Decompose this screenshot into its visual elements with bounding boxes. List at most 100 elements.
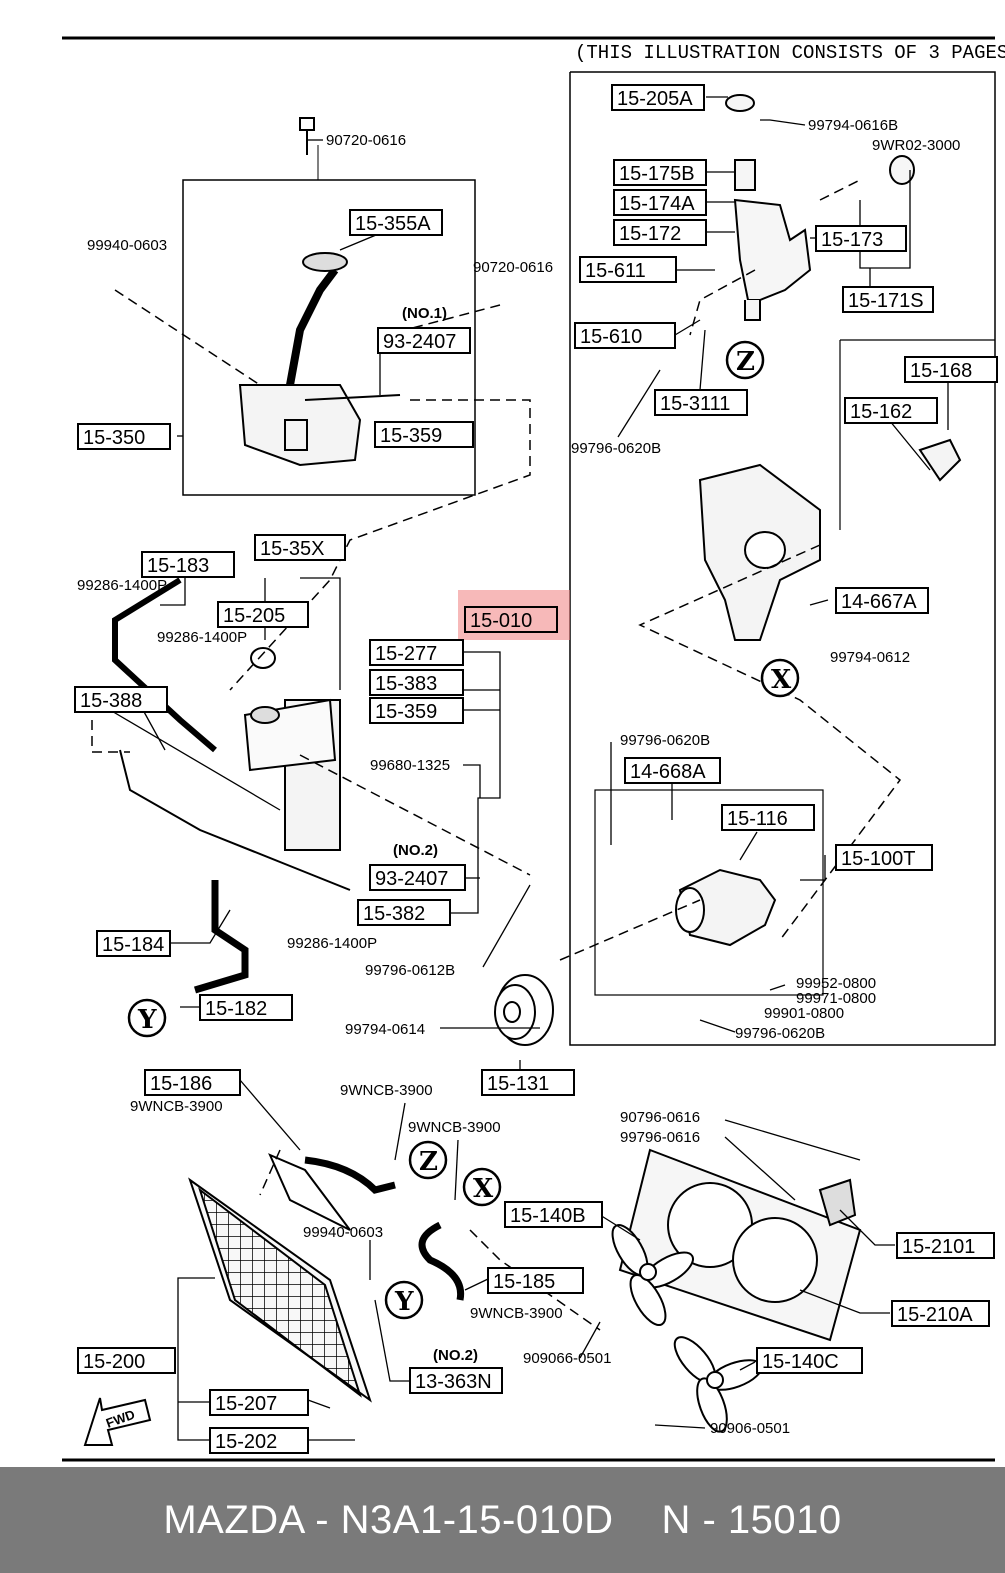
svg-text:15-185: 15-185 — [493, 1271, 555, 1293]
svg-text:15-202: 15-202 — [215, 1431, 277, 1453]
svg-text:15-116: 15-116 — [727, 808, 788, 830]
text-99940-0603-top: 99940-0603 — [87, 237, 167, 254]
label-15-382: 15-382 — [357, 899, 451, 926]
marker-x-upper: X — [760, 658, 800, 698]
diagram-svg: (THIS ILLUSTRATION CONSISTS OF 3 PAGES) — [62, 36, 1005, 1462]
circle-markers: Z X Y Z X Y — [127, 340, 800, 1320]
svg-text:15-210A: 15-210A — [897, 1304, 973, 1326]
svg-text:15-183: 15-183 — [147, 555, 209, 577]
svg-text:14-668A: 14-668A — [630, 761, 706, 783]
parts-diagram: (THIS ILLUSTRATION CONSISTS OF 3 PAGES) — [62, 36, 1005, 1462]
water-pump-group-box — [594, 789, 824, 996]
svg-text:15-277: 15-277 — [375, 643, 437, 665]
svg-text:Y: Y — [394, 1287, 414, 1317]
svg-text:15-355A: 15-355A — [355, 213, 431, 235]
svg-text:Y: Y — [137, 1005, 157, 1035]
svg-text:15-162: 15-162 — [850, 401, 912, 423]
text-99940-0603-bottom: 99940-0603 — [303, 1224, 383, 1241]
header-note: (THIS ILLUSTRATION CONSISTS OF 3 PAGES) — [575, 42, 1005, 64]
label-15-205A: 15-205A — [611, 84, 705, 111]
text-9WNCB-3900-a: 9WNCB-3900 — [130, 1098, 223, 1115]
label-15-210A: 15-210A — [891, 1300, 990, 1327]
text-99794-0616B: 99794-0616B — [808, 117, 898, 134]
svg-text:X: X — [473, 1174, 494, 1204]
svg-text:13-363N: 13-363N — [415, 1371, 492, 1393]
plain-labels: 99794-0616B 9WR02-3000 90720-0616 99940-… — [77, 117, 960, 1437]
text-no2-top: (NO.2) — [393, 842, 438, 859]
fwd-arrow-icon: FWD — [83, 1397, 152, 1446]
label-15-183: 15-183 — [141, 551, 235, 578]
footer-part-code: N - 15010 — [661, 1497, 842, 1542]
svg-text:15-140C: 15-140C — [762, 1351, 839, 1373]
label-15-355A: 15-355A — [349, 209, 443, 236]
svg-text:X: X — [771, 665, 792, 695]
label-14-667A: 14-667A — [835, 587, 929, 614]
label-15-100T: 15-100T — [835, 844, 933, 871]
label-15-202: 15-202 — [209, 1427, 309, 1454]
reserve-tank-upper — [238, 252, 401, 467]
text-99952-0800: 99952-0800 — [796, 975, 876, 992]
svg-text:15-35X: 15-35X — [260, 538, 325, 560]
thermostat-group-box — [569, 71, 996, 1046]
label-15-611: 15-611 — [579, 256, 677, 283]
label-15-140B: 15-140B — [504, 1201, 603, 1228]
text-9WNCB-3900-d: 9WNCB-3900 — [470, 1305, 563, 1322]
water-pump — [675, 868, 777, 947]
marker-z-upper: Z — [725, 340, 765, 380]
svg-text:15-350: 15-350 — [83, 427, 145, 449]
marker-z-lower: Z — [408, 1140, 448, 1180]
text-99901-0800: 99901-0800 — [764, 1005, 844, 1022]
label-15-277: 15-277 — [369, 639, 464, 666]
label-14-668A: 14-668A — [624, 757, 721, 784]
svg-text:15-184: 15-184 — [102, 934, 164, 956]
svg-text:15-010: 15-010 — [470, 610, 532, 632]
dashed-leaders — [91, 179, 902, 1331]
svg-text:Z: Z — [419, 1147, 438, 1177]
label-15-3111: 15-3111 — [654, 389, 748, 416]
hoses — [304, 1156, 465, 1301]
fan-blade-c — [673, 1336, 763, 1433]
text-909066-0501: 909066-0501 — [523, 1350, 611, 1367]
marker-y-left: Y — [127, 998, 167, 1038]
footer-bar: MAZDA - N3A1-15-010D N - 15010 — [0, 1467, 1005, 1573]
text-99286-1400P-b: 99286-1400P — [157, 629, 247, 646]
svg-text:15-205A: 15-205A — [617, 88, 693, 110]
thermostat-housing — [725, 94, 915, 321]
svg-text:15-610: 15-610 — [580, 326, 642, 348]
text-99286-1400P-c: 99286-1400P — [287, 935, 377, 952]
label-15-116: 15-116 — [721, 804, 815, 831]
svg-text:15-173: 15-173 — [821, 229, 883, 251]
label-15-168: 15-168 — [904, 356, 998, 383]
svg-text:15-175B: 15-175B — [619, 163, 695, 185]
label-15-162: 15-162 — [844, 397, 938, 424]
svg-text:15-174A: 15-174A — [619, 193, 695, 215]
reserve-tank-lower — [112, 577, 351, 994]
label-15-207: 15-207 — [209, 1389, 309, 1416]
water-outlet-block — [698, 438, 962, 641]
svg-text:93-2407: 93-2407 — [375, 868, 448, 890]
text-99796-0616: 99796-0616 — [620, 1129, 700, 1146]
label-15-173: 15-173 — [815, 225, 907, 252]
label-15-140C: 15-140C — [756, 1347, 863, 1374]
text-90720-0616-right: 90720-0616 — [473, 259, 553, 276]
label-15-388: 15-388 — [74, 686, 168, 713]
svg-text:Z: Z — [736, 347, 755, 377]
svg-text:15-205: 15-205 — [223, 605, 285, 627]
text-9WR02-3000: 9WR02-3000 — [872, 137, 960, 154]
text-99680-1325: 99680-1325 — [370, 757, 450, 774]
label-15-131: 15-131 — [481, 1069, 575, 1096]
text-99796-0612B: 99796-0612B — [365, 962, 455, 979]
text-no1: (NO.1) — [402, 305, 447, 322]
svg-text:15-382: 15-382 — [363, 903, 425, 925]
label-15-610: 15-610 — [574, 322, 676, 349]
text-90906-0501: 90906-0501 — [710, 1420, 790, 1437]
label-15-383: 15-383 — [369, 669, 464, 696]
svg-text:15-131: 15-131 — [487, 1073, 549, 1095]
bolt-90720-top — [299, 117, 319, 180]
text-9WNCB-3900-b: 9WNCB-3900 — [340, 1082, 433, 1099]
label-93-2407-no2: 93-2407 — [369, 864, 466, 891]
text-90796-0616: 90796-0616 — [620, 1109, 700, 1126]
leader-lines — [109, 96, 949, 1441]
text-99794-0612: 99794-0612 — [830, 649, 910, 666]
svg-text:15-171S: 15-171S — [848, 290, 924, 312]
